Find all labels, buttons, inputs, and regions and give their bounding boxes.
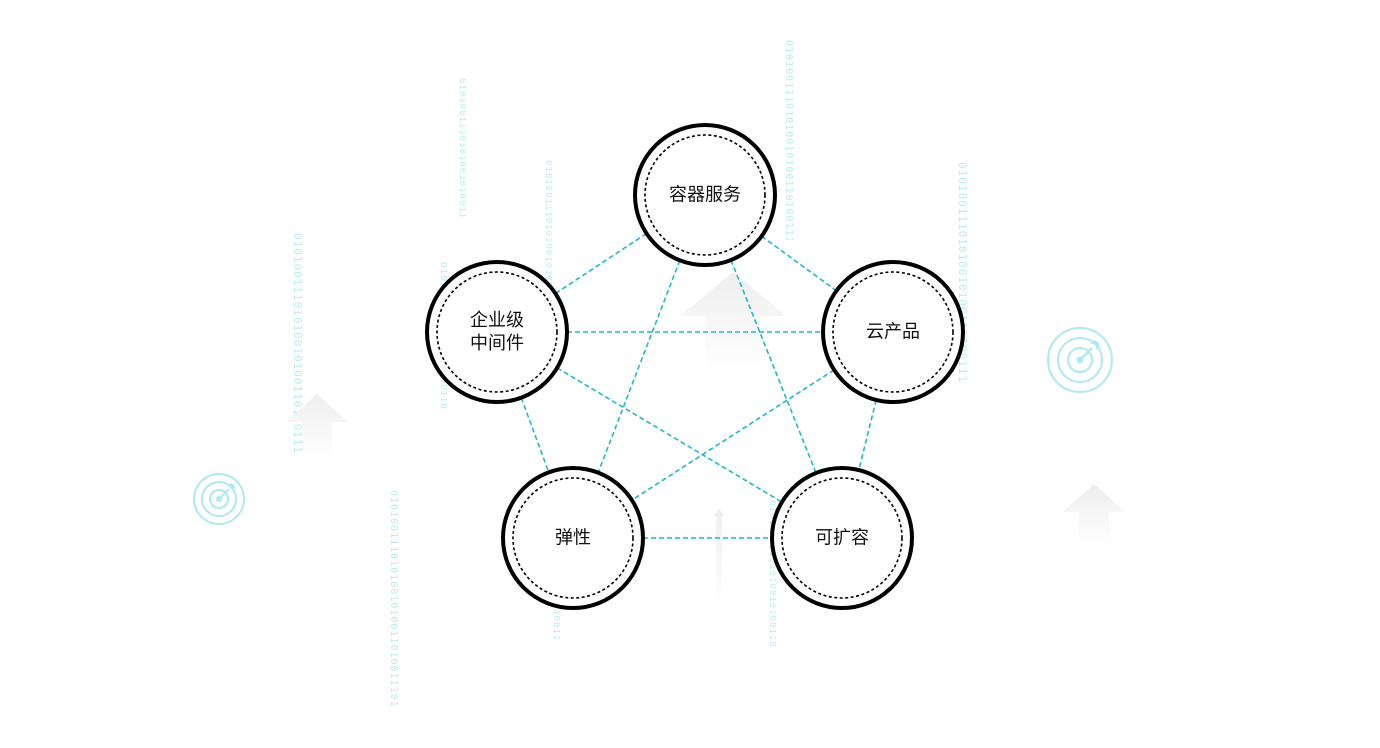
node-elastic [501, 466, 645, 610]
binary-stream: 0101001110101001010011010011101 [292, 233, 303, 455]
node-inner-dashed-ring [781, 477, 903, 599]
node-label-container: 容器服务 [669, 184, 741, 206]
node-outer-ring [633, 123, 777, 267]
node-label-scalable: 可扩容 [815, 527, 869, 549]
binary-stream: 0101001110101001010011010011101 [457, 78, 466, 218]
edge-cloud-scalable [858, 399, 877, 471]
node-inner-dashed-ring [436, 271, 558, 393]
binary-stream: 0101001110101001010011010011101 [767, 500, 776, 648]
up-arrow-icon [714, 508, 724, 608]
node-inner-dashed-ring [832, 271, 954, 393]
node-inner-dashed-ring [644, 134, 766, 256]
node-inner-dashed-ring [512, 477, 634, 599]
edge-container-elastic [597, 260, 681, 473]
binary-stream: 0101001110101001010011010011101 [388, 490, 398, 708]
node-outer-ring [425, 260, 569, 404]
edge-container-middleware [555, 232, 647, 295]
binary-stream: 0101001110101001010011010011101 [783, 40, 793, 240]
node-cloud [821, 260, 965, 404]
node-scalable [770, 466, 914, 610]
node-middleware [425, 260, 569, 404]
up-arrow-icon [680, 272, 786, 372]
node-outer-ring [821, 260, 965, 404]
node-container [633, 123, 777, 267]
edge-cloud-elastic [631, 369, 835, 501]
node-label-elastic: 弹性 [555, 527, 591, 549]
node-outer-ring [501, 466, 645, 610]
up-arrow-icon [1063, 484, 1125, 548]
edges-layer [520, 232, 877, 539]
node-label-cloud: 云产品 [866, 321, 920, 343]
nodes-layer [425, 123, 965, 610]
binary-stream: 0101001110101001010011010011101 [543, 160, 552, 300]
edge-middleware-elastic [520, 397, 550, 473]
target-icon [1047, 327, 1113, 393]
target-icon [193, 473, 245, 525]
edge-container-cloud [761, 235, 837, 292]
node-outer-ring [770, 466, 914, 610]
edge-middleware-scalable [556, 367, 783, 503]
binary-stream: 0101001110101001010011010011101 [957, 162, 968, 382]
edge-container-scalable [730, 259, 817, 474]
node-label-middleware: 企业级 中间件 [470, 310, 524, 354]
up-arrow-icon [286, 394, 348, 458]
